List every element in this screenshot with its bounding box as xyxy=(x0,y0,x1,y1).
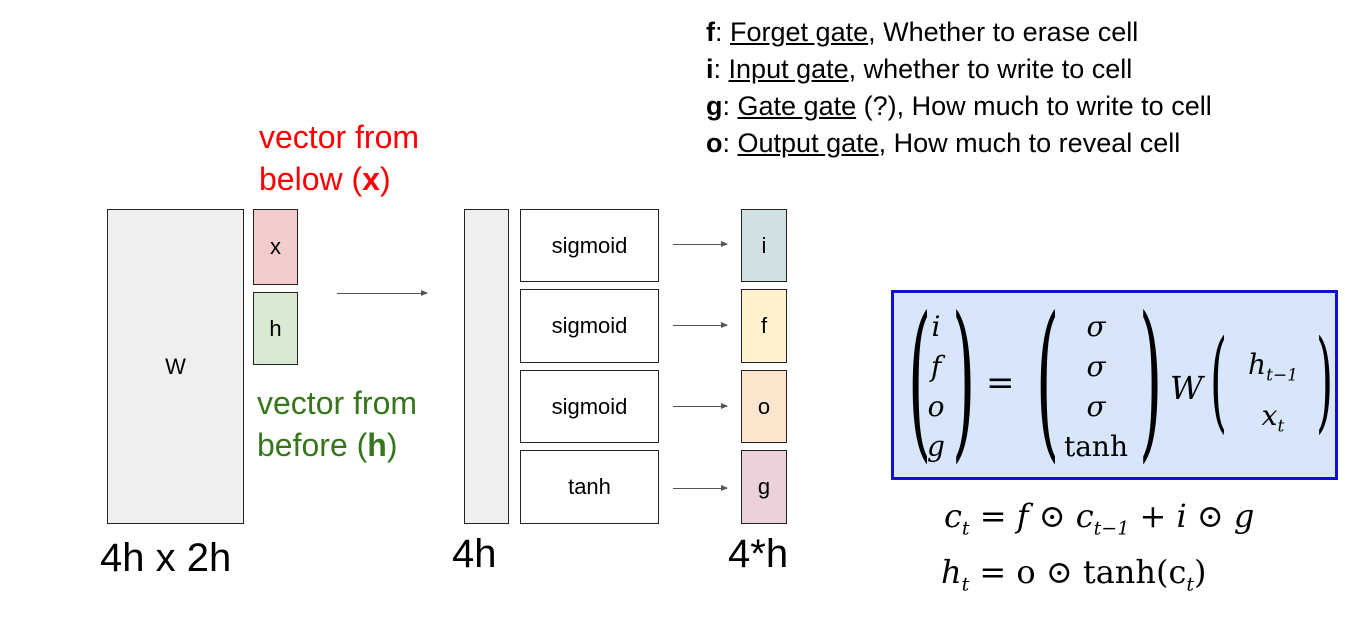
h-annotation-line2: before (h) xyxy=(257,424,417,466)
x-input-label: x xyxy=(270,234,281,259)
legend-desc: , How much to reveal cell xyxy=(878,128,1181,158)
x-annotation-line1: vector from xyxy=(259,119,420,155)
x-annotation: vector from below (x) xyxy=(259,116,419,200)
multiply-arrow xyxy=(337,290,428,296)
weight-label: W xyxy=(165,353,186,379)
activation-box-sigmoid-2: sigmoid xyxy=(520,289,659,363)
x-annotation-pre: below ( xyxy=(259,161,363,197)
gate-arrow-f xyxy=(673,322,728,328)
stack-top-var: h xyxy=(1248,348,1267,381)
stack-left-paren: ( xyxy=(1210,316,1228,444)
stack-vector: ht−1 xt xyxy=(1230,345,1316,446)
lhs-vector: i f o g xyxy=(924,307,948,467)
activation-box-sigmoid-3: sigmoid xyxy=(520,370,659,443)
rhs-func-vector: σ σ σ tanh xyxy=(1054,307,1138,467)
equals-sign: = xyxy=(986,363,1015,403)
gate-arrow-g xyxy=(673,485,728,491)
h-annotation-line1: vector from xyxy=(257,385,418,421)
formula-sub: t−1 xyxy=(1093,517,1130,540)
rhs-left-paren: ( xyxy=(1036,281,1060,479)
x-annotation-line2: below (x) xyxy=(259,158,419,200)
stack-top: ht−1 xyxy=(1230,345,1316,396)
legend-desc: , Whether to erase cell xyxy=(868,17,1139,47)
legend-row-gate: g: Gate gate (?), How much to write to c… xyxy=(706,91,1212,121)
x-input-box: x xyxy=(253,209,298,285)
gate-box-g: g xyxy=(741,450,787,524)
legend-gate-name: Input gate xyxy=(728,54,849,84)
gate-label: f xyxy=(760,313,768,338)
weight-matrix-w: W xyxy=(107,209,244,524)
tanh-entry: tanh xyxy=(1063,430,1128,463)
formula-body: = f ⊙ c xyxy=(969,497,1094,535)
formula-sub: t xyxy=(1186,573,1195,596)
sigma-entry: σ xyxy=(1086,350,1106,383)
legend-gate-name: Output gate xyxy=(737,128,879,158)
formula-sub: t xyxy=(961,573,970,596)
formula-sub: t xyxy=(961,517,970,540)
sigma-entry: σ xyxy=(1086,310,1106,343)
activation-label: sigmoid xyxy=(551,393,628,419)
formula-body: = o ⊙ tanh(c xyxy=(969,553,1187,591)
lhs-entry: f xyxy=(930,350,942,383)
activation-box-sigmoid-1: sigmoid xyxy=(520,209,659,282)
gate-box-i: i xyxy=(741,209,787,282)
legend-desc: (?), How much to write to cell xyxy=(856,91,1212,121)
rhs-right-paren: ) xyxy=(1139,281,1163,479)
legend-letter: i xyxy=(706,54,714,84)
gate-label: g xyxy=(757,474,771,499)
x-annotation-var: x xyxy=(362,161,380,197)
activation-label: sigmoid xyxy=(551,232,628,258)
stack-right-paren: ) xyxy=(1316,316,1334,444)
h-annotation-pre: before ( xyxy=(257,427,368,463)
lhs-entry: g xyxy=(927,430,945,463)
h-input-box: h xyxy=(253,292,298,365)
lhs-entry: i xyxy=(931,310,941,343)
equation-weight: W xyxy=(1170,369,1203,407)
formula-var: c xyxy=(944,497,962,535)
legend-desc: , whether to write to cell xyxy=(848,54,1133,84)
legend-row-output: o: Output gate, How much to reveal cell xyxy=(706,128,1181,158)
sigma-entry: σ xyxy=(1086,390,1106,423)
lstm-gate-equation: ( i f o g ) = ( σ σ σ tanh ) W ( ht−1 xt… xyxy=(891,290,1338,480)
h-annotation: vector from before (h) xyxy=(257,382,417,466)
activation-label: sigmoid xyxy=(551,313,628,338)
lhs-entry: o xyxy=(927,390,945,423)
legend-letter: g xyxy=(706,91,723,121)
gate-label: o xyxy=(757,393,771,419)
legend-gate-name: Forget gate xyxy=(730,17,869,47)
gate-label: i xyxy=(761,232,767,258)
formula-body: ) xyxy=(1194,553,1207,591)
h-input-label: h xyxy=(269,315,282,341)
legend-letter: f xyxy=(706,17,715,47)
cell-update-formula: ct = f ⊙ ct−1 + i ⊙ g xyxy=(944,497,1254,539)
hidden-update-formula: ht = o ⊙ tanh(ct) xyxy=(941,553,1207,595)
h-annotation-var: h xyxy=(367,427,387,463)
gates-dims-label: 4*h xyxy=(728,532,789,576)
lhs-right-paren: ) xyxy=(952,281,976,479)
formula-var: h xyxy=(941,553,962,591)
stack-bottom: xt xyxy=(1230,396,1316,447)
gate-arrow-o xyxy=(673,403,728,409)
legend-row-forget: f: Forget gate, Whether to erase cell xyxy=(706,17,1139,47)
legend-letter: o xyxy=(706,128,723,158)
gate-box-o: o xyxy=(741,370,787,443)
gate-arrow-i xyxy=(673,241,728,247)
stack-bottom-sub: t xyxy=(1277,416,1285,437)
h-annotation-post: ) xyxy=(386,427,398,463)
gate-legend: f: Forget gate, Whether to erase cell i:… xyxy=(706,14,1212,162)
lhs-left-paren: ( xyxy=(908,281,932,479)
x-annotation-post: ) xyxy=(379,161,391,197)
stack-top-sub: t−1 xyxy=(1266,365,1298,386)
legend-row-input: i: Input gate, whether to write to cell xyxy=(706,54,1133,84)
product-vector xyxy=(464,209,509,524)
gate-box-f: f xyxy=(741,289,787,363)
formula-body: + i ⊙ g xyxy=(1129,497,1255,535)
weight-dims-label: 4h x 2h xyxy=(100,536,232,580)
legend-gate-name: Gate gate xyxy=(737,91,857,121)
activation-label: tanh xyxy=(568,474,611,499)
stack-bottom-var: x xyxy=(1261,398,1278,432)
product-dims-label: 4h xyxy=(452,532,497,576)
activation-box-tanh: tanh xyxy=(520,450,659,524)
